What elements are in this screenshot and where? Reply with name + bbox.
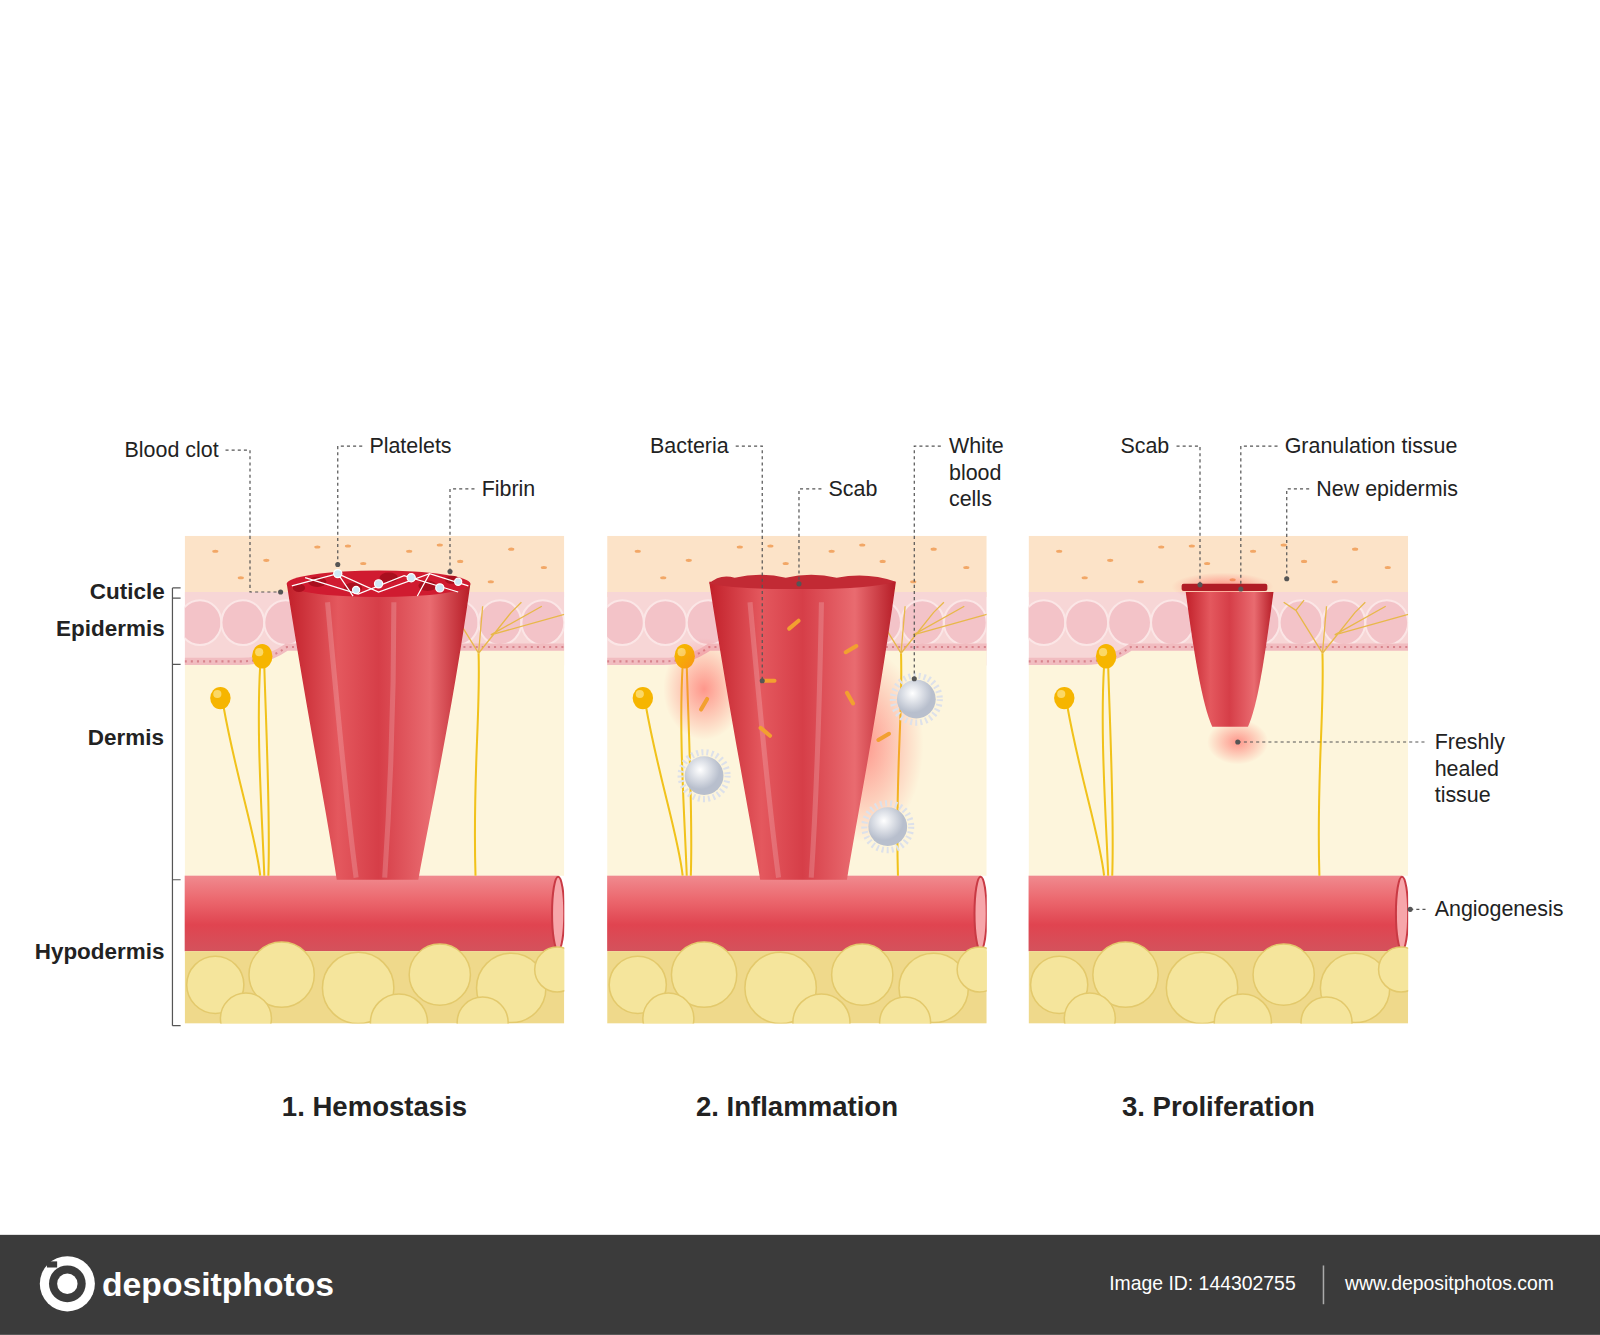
- layer-label: Epidermis: [56, 615, 165, 642]
- layer-label: Dermis: [88, 724, 164, 751]
- callout-label: Scab: [1120, 433, 1169, 460]
- stage-panel: 1. Hemostasis: [185, 536, 565, 1024]
- callout-label: Fibrin: [482, 476, 536, 503]
- layer-label: Cuticle: [90, 579, 165, 606]
- callout-label: New epidermis: [1316, 476, 1458, 503]
- stage-title: 2. Inflammation: [607, 1091, 987, 1124]
- callout-label: Blood clot: [124, 437, 218, 464]
- callout-label: Granulation tissue: [1285, 433, 1458, 460]
- stage-panel: 2. Inflammation: [607, 536, 987, 1024]
- image-id: Image ID: 144302755: [1109, 1271, 1295, 1295]
- layer-label: Hypodermis: [35, 939, 165, 966]
- stage-title: 3. Proliferation: [1029, 1091, 1409, 1124]
- callout-label: Angiogenesis: [1435, 896, 1564, 923]
- callout-label: Platelets: [369, 433, 451, 460]
- callout-label: Bacteria: [650, 433, 729, 460]
- stage-panel: 3. Proliferation: [1029, 536, 1409, 1024]
- callout-label: White blood cells: [949, 433, 1004, 513]
- stage-title: 1. Hemostasis: [185, 1091, 565, 1124]
- callout-label: Freshly healed tissue: [1435, 729, 1505, 809]
- callout-label: Scab: [829, 476, 878, 503]
- logo-text: depositphotos: [102, 1263, 334, 1305]
- footer-bar: depositphotos Image ID: 144302755 www.depo…: [0, 1235, 1600, 1335]
- site-url: www.depositphotos.com: [1345, 1271, 1554, 1295]
